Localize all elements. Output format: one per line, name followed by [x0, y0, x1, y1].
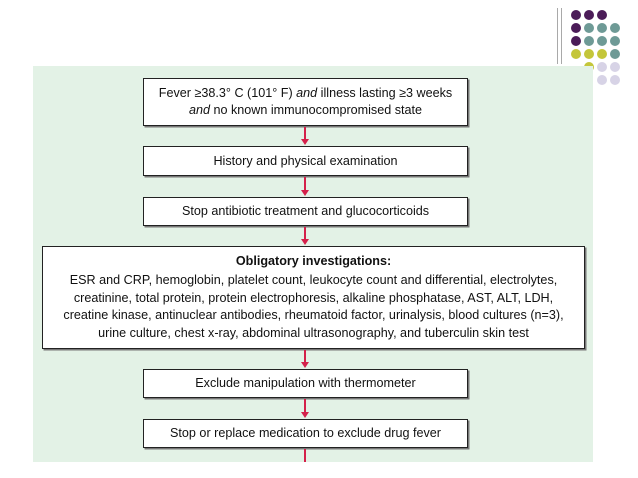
decorative-dot — [584, 23, 594, 33]
decorative-dot — [571, 49, 581, 59]
flow-box-drug-fever: Stop or replace medication to exclude dr… — [143, 419, 468, 448]
arrow-5-head — [301, 412, 309, 418]
decorative-dot — [610, 62, 620, 72]
decorative-dot — [584, 36, 594, 46]
arrow-4-head — [301, 362, 309, 368]
stop-antibiotics-text: Stop antibiotic treatment and glucocorti… — [181, 204, 430, 218]
investigations-line-3: creatine kinase, antinuclear antibodies,… — [63, 308, 564, 323]
decorative-dot — [610, 75, 620, 85]
flow-box-exclude-thermometer: Exclude manipulation with thermometer — [143, 369, 468, 398]
investigations-title: Obligatory investigations: — [235, 253, 392, 268]
fever-criteria-and-2: and — [188, 103, 210, 117]
decorative-dot — [610, 36, 620, 46]
decorative-dot — [597, 36, 607, 46]
fever-criteria-text-1b: illness lasting ≥3 weeks — [317, 86, 453, 100]
arrow-3-head — [301, 239, 309, 245]
investigations-line-1: ESR and CRP, hemoglobin, platelet count,… — [69, 273, 558, 288]
history-physical-text: History and physical examination — [213, 153, 398, 168]
arrow-5-shaft — [304, 399, 306, 413]
decorative-dot — [571, 36, 581, 46]
decorative-rule-left — [557, 8, 558, 64]
decorative-dot — [571, 10, 581, 20]
decorative-dot — [597, 23, 607, 33]
arrow-1-head — [301, 139, 309, 145]
decorative-dot — [571, 23, 581, 33]
decorative-dot — [597, 49, 607, 59]
fever-criteria-text-2b: no known immunocompromised state — [209, 103, 423, 117]
arrow-1-shaft — [304, 127, 306, 140]
arrow-3-shaft — [304, 227, 306, 240]
investigations-line-4: urine culture, chest x-ray, abdominal ul… — [98, 325, 529, 340]
fever-criteria-and-1: and — [296, 86, 318, 100]
arrow-2-shaft — [304, 177, 306, 191]
arrow-2-head — [301, 190, 309, 196]
investigations-line-2: creatinine, total protein, protein elect… — [73, 290, 554, 305]
arrow-4-shaft — [304, 350, 306, 363]
drug-fever-text: Stop or replace medication to exclude dr… — [170, 426, 441, 440]
arrow-6-shaft — [304, 449, 306, 462]
decorative-dot — [597, 62, 607, 72]
fever-criteria-line-2: and no known immunocompromised state — [189, 102, 422, 119]
decorative-dot — [597, 75, 607, 85]
decorative-dot — [584, 49, 594, 59]
decorative-dot — [597, 10, 607, 20]
flow-box-stop-antibiotics: Stop antibiotic treatment and glucocorti… — [143, 197, 468, 226]
decorative-rule-right — [561, 8, 562, 64]
decorative-dot — [610, 23, 620, 33]
decorative-dot — [584, 10, 594, 20]
flow-box-history-physical: History and physical examination — [143, 146, 468, 176]
flow-box-obligatory-investigations: Obligatory investigations: ESR and CRP, … — [42, 246, 585, 349]
exclude-thermometer-text: Exclude manipulation with thermometer — [195, 376, 416, 390]
fever-criteria-line-1: Fever ≥38.3° C (101° F) and illness last… — [159, 85, 452, 102]
fever-criteria-text-1a: Fever ≥38.3° C (101° F) — [158, 86, 297, 100]
flow-box-fever-criteria: Fever ≥38.3° C (101° F) and illness last… — [143, 78, 468, 126]
decorative-dot — [610, 49, 620, 59]
